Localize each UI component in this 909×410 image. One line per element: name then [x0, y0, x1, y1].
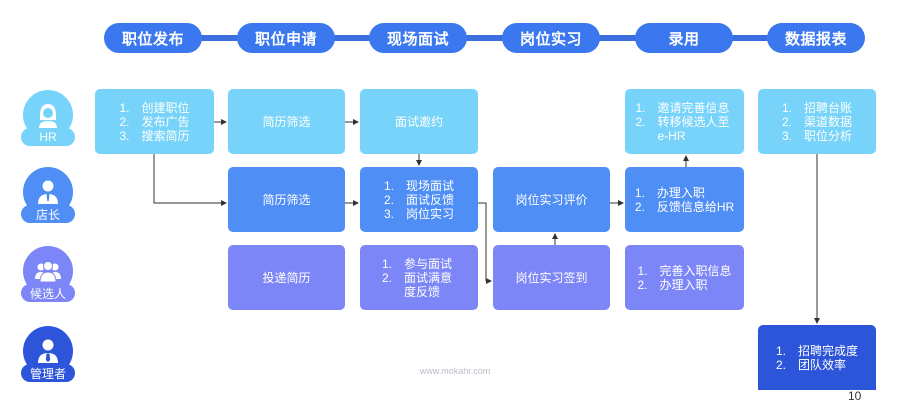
role-label-hr: HR: [21, 128, 75, 146]
box-candidate-internship-checkin: 岗位实习签到: [493, 245, 610, 310]
stage-data-reports: 数据报表: [767, 23, 865, 53]
box-hr-reports: 1.招聘台账 2.渠道数据 3.职位分析: [758, 89, 876, 154]
box-hr-create-job: 1.创建职位 2.发布广告 3.搜索简历: [95, 89, 214, 154]
role-hr: HR: [21, 90, 75, 146]
box-hr-interview-invite: 面试邀约: [360, 89, 478, 154]
role-candidate: 候选人: [21, 246, 75, 302]
corner-number: 10: [848, 389, 862, 403]
role-administrator: 管理者: [21, 326, 75, 382]
role-label-store-manager: 店长: [21, 205, 75, 223]
box-manager-onboarding: 1.办理入职 2.反馈信息给HR: [625, 167, 744, 232]
box-hr-resume-screening: 简历筛选: [228, 89, 345, 154]
box-manager-interview: 1.现场面试 2.面试反馈 3.岗位实习: [360, 167, 478, 232]
stage-internship: 岗位实习: [502, 23, 600, 53]
box-admin-reports: 1.招聘完成度 2.团队效率: [758, 325, 876, 390]
stage-onsite-interview: 现场面试: [369, 23, 467, 53]
role-store-manager: 店长: [21, 167, 75, 223]
role-label-administrator: 管理者: [21, 364, 75, 382]
stage-hiring: 录用: [635, 23, 733, 53]
stage-job-application: 职位申请: [237, 23, 335, 53]
role-label-candidate: 候选人: [21, 284, 75, 302]
box-candidate-interview: 1.参与面试 2.面试满意度反馈: [360, 245, 478, 310]
box-manager-internship-evaluation: 岗位实习评价: [493, 167, 610, 232]
box-hr-onboarding: 1.邀请完善信息 2.转移候选人至e-HR: [625, 89, 744, 154]
watermark-url: www.mokahr.com: [419, 366, 491, 376]
box-manager-resume-screening: 简历筛选: [228, 167, 345, 232]
box-candidate-onboarding: 1.完善入职信息 2.办理入职: [625, 245, 744, 310]
timeline-bar: [150, 35, 820, 41]
box-candidate-submit-resume: 投递简历: [228, 245, 345, 310]
stage-job-posting: 职位发布: [104, 23, 202, 53]
